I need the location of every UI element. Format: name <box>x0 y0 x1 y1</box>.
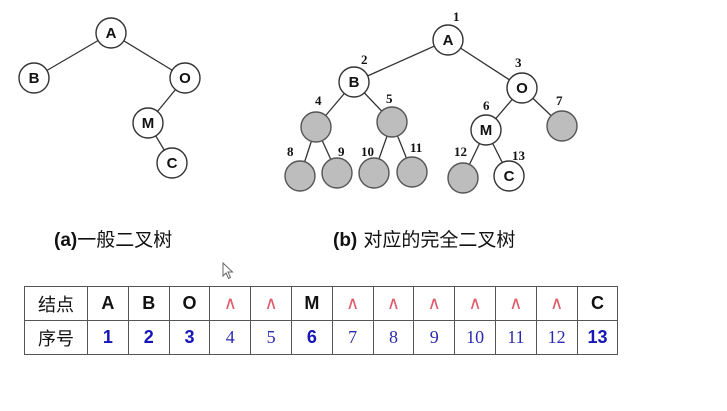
tree-b-node-9-empty <box>321 157 353 189</box>
tree-b-node-3-label: O <box>516 80 528 97</box>
tree-b-number-3: 3 <box>515 55 522 70</box>
table-cell-empty-node: ∧ <box>331 286 374 321</box>
tree-b-node-13: C <box>493 160 525 192</box>
table-cell-node: A <box>87 286 129 321</box>
tree-b-number-11: 11 <box>410 140 422 155</box>
table-cell-number: 2 <box>127 320 170 355</box>
tree-b-node-4-empty <box>300 111 332 143</box>
tree-b-number-12: 12 <box>454 144 467 159</box>
caption-general-tree: (a)一般二叉树 <box>54 225 172 252</box>
table-cell-number: 4 <box>209 320 252 355</box>
tree-b-number-4: 4 <box>315 93 322 108</box>
caption-complete-tree: (b) 对应的完全二叉树 <box>333 225 515 252</box>
tree-a-node-c: C <box>156 147 188 179</box>
tree-a-node-m: M <box>132 107 164 139</box>
table-cell-number: 6 <box>290 320 333 355</box>
caption-a-text: 一般二叉树 <box>77 229 173 251</box>
tree-b-number-13: 13 <box>512 148 526 163</box>
tree-b-node-8-empty <box>284 160 316 192</box>
complete-binary-tree: A B O M C 1 2 3 4 5 6 7 8 <box>284 9 578 194</box>
tree-a-node-a-label: A <box>106 25 117 42</box>
tree-b-node-12-empty <box>447 162 479 194</box>
table-cell-empty-node: ∧ <box>250 286 292 321</box>
table-cell-empty-node: ∧ <box>372 286 415 321</box>
tree-a-node-m-label: M <box>142 115 155 132</box>
tree-b-node-3: O <box>506 72 538 104</box>
table-cell-number: 7 <box>331 320 374 355</box>
table-cell-number: 5 <box>250 320 292 355</box>
table-cell-empty-node: ∧ <box>454 286 496 321</box>
tree-b-node-6-label: M <box>480 122 493 139</box>
row-label-nodes: 结点 <box>24 286 88 321</box>
table-cell-empty-node: ∧ <box>494 286 537 321</box>
tree-a-node-b-label: B <box>29 70 40 87</box>
caption-b-text: 对应的完全二叉树 <box>363 229 516 251</box>
tree-b-number-7: 7 <box>556 93 563 108</box>
table-cell-number: 12 <box>535 320 578 355</box>
tree-b-node-5-empty <box>376 106 408 138</box>
tree-a-node-a: A <box>95 17 127 49</box>
tree-b-number-9: 9 <box>338 144 345 159</box>
mouse-pointer-icon <box>222 262 234 280</box>
tree-b-node-1: A <box>432 24 464 56</box>
table-cell-empty-node: ∧ <box>413 286 456 321</box>
table-cell-number: 3 <box>168 320 211 355</box>
tree-a-node-b: B <box>18 62 50 94</box>
tree-a-node-o: O <box>169 62 201 94</box>
table-cell-number: 8 <box>372 320 415 355</box>
tree-a-node-c-label: C <box>167 155 178 172</box>
caption-b-tag: (b) <box>333 230 358 251</box>
tree-b-node-10-empty <box>358 157 390 189</box>
tree-b-number-6: 6 <box>483 98 490 113</box>
table-cell-node: B <box>127 286 170 321</box>
table-cell-number: 10 <box>454 320 496 355</box>
table-cell-node: O <box>168 286 211 321</box>
tree-b-node-13-label: C <box>504 168 515 185</box>
tree-b-node-2-label: B <box>349 74 360 91</box>
table-cell-number: 9 <box>413 320 456 355</box>
row-label-numbers: 序号 <box>24 320 88 355</box>
tree-b-number-10: 10 <box>361 144 374 159</box>
tree-b-node-11-empty <box>396 156 428 188</box>
table-cell-number: 13 <box>576 320 619 355</box>
tree-b-number-5: 5 <box>386 91 393 106</box>
tree-a-node-o-label: O <box>179 70 191 87</box>
tree-b-number-8: 8 <box>287 144 294 159</box>
tree-b-node-6: M <box>470 114 502 146</box>
table-cell-empty-node: ∧ <box>209 286 252 321</box>
tree-b-node-7-empty <box>546 110 578 142</box>
tree-b-number-1: 1 <box>453 9 460 24</box>
tree-b-number-2: 2 <box>361 52 368 67</box>
table-cell-number: 11 <box>494 320 537 355</box>
table-cell-node: C <box>576 286 619 321</box>
tree-b-node-1-label: A <box>443 32 454 49</box>
caption-a-tag: (a) <box>54 230 78 251</box>
table-cell-empty-node: ∧ <box>535 286 578 321</box>
table-cell-number: 1 <box>87 320 129 355</box>
edge-1-2 <box>353 39 449 83</box>
general-binary-tree: A B O M C <box>18 17 201 179</box>
table-cell-node: M <box>290 286 333 321</box>
tree-b-node-2: B <box>338 66 370 98</box>
